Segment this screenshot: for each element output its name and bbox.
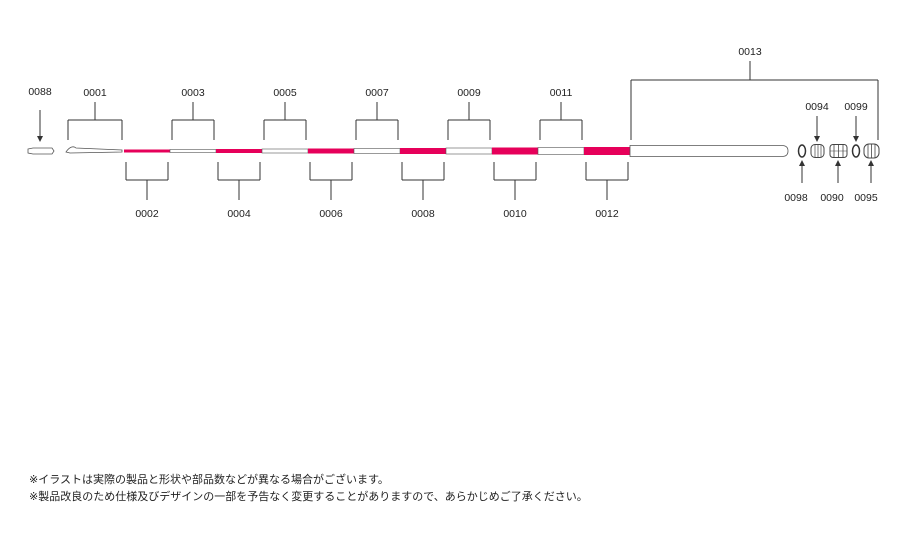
section-0005 xyxy=(261,148,309,154)
section-0013-butt xyxy=(629,145,789,157)
disclaimer-notes: ※イラストは実際の製品と形状や部品数などが異なる場合がございます。 ※製品改良の… xyxy=(29,471,588,505)
label-0001: 0001 xyxy=(83,87,107,99)
label-0088: 0088 xyxy=(28,86,52,98)
label-0094: 0094 xyxy=(805,101,829,113)
note-illustration: ※イラストは実際の製品と形状や部品数などが異なる場合がございます。 xyxy=(29,473,389,486)
section-0011 xyxy=(537,147,585,155)
label-0006: 0006 xyxy=(319,208,343,220)
label-0011: 0011 xyxy=(550,87,573,99)
section-0003 xyxy=(169,149,217,153)
label-0009: 0009 xyxy=(457,87,481,99)
bracket-0006 xyxy=(309,162,353,200)
upper-labels: 0001 0003 0005 0007 0009 0011 0013 xyxy=(67,46,879,140)
arrow-0094 xyxy=(814,136,820,142)
section-0009 xyxy=(445,147,493,155)
arrow-0090 xyxy=(835,160,841,166)
section-0002 xyxy=(124,149,170,153)
label-0090: 0090 xyxy=(820,192,844,204)
bracket-0009 xyxy=(447,102,491,140)
arrow-0088 xyxy=(37,136,43,142)
part-0095-butt-cap xyxy=(863,143,880,159)
part-0088-tip-cap: 0088 xyxy=(27,86,55,155)
section-0008 xyxy=(400,148,446,154)
bracket-0003 xyxy=(171,102,215,140)
bracket-0005 xyxy=(263,102,307,140)
section-0006 xyxy=(308,148,354,154)
bracket-0012 xyxy=(585,162,629,200)
bracket-0010 xyxy=(493,162,537,200)
label-0012: 0012 xyxy=(595,208,619,220)
arrow-0095 xyxy=(868,160,874,166)
section-0010 xyxy=(492,147,538,155)
bracket-0004 xyxy=(217,162,261,200)
butt-end-parts: 0098 0094 0090 0099 xyxy=(784,101,880,204)
bracket-0001 xyxy=(67,102,123,140)
bracket-0008 xyxy=(401,162,445,200)
bracket-0011 xyxy=(539,102,583,140)
label-0005: 0005 xyxy=(273,87,297,99)
section-0001 xyxy=(65,146,123,154)
label-0098: 0098 xyxy=(784,192,808,204)
arrow-0098 xyxy=(799,160,805,166)
arrow-0099 xyxy=(853,136,859,142)
label-0013: 0013 xyxy=(738,46,762,58)
lower-labels: 0002 0004 0006 0008 0010 0012 xyxy=(125,162,629,220)
label-0002: 0002 xyxy=(135,208,159,220)
note-specification-change: ※製品改良のため仕様及びデザインの一部を予告なく変更することがありますので、あら… xyxy=(29,490,588,503)
rod-sections xyxy=(65,145,789,157)
part-0094-cap xyxy=(810,144,825,158)
label-0099: 0099 xyxy=(844,101,868,113)
label-0004: 0004 xyxy=(227,208,251,220)
section-0004 xyxy=(216,149,262,153)
label-0007: 0007 xyxy=(365,87,389,99)
section-0007 xyxy=(353,148,401,154)
label-0010: 0010 xyxy=(503,208,527,220)
bracket-0002 xyxy=(125,162,169,200)
label-0008: 0008 xyxy=(411,208,435,220)
bracket-0007 xyxy=(355,102,399,140)
label-0095: 0095 xyxy=(854,192,878,204)
section-0012 xyxy=(584,147,630,155)
part-0098-ring xyxy=(797,144,807,158)
part-0090-ring-nut xyxy=(829,144,848,158)
label-0003: 0003 xyxy=(181,87,205,99)
part-0099-ring xyxy=(851,144,861,158)
tip-cap-shape xyxy=(27,147,55,155)
bracket-0013 xyxy=(630,61,879,140)
